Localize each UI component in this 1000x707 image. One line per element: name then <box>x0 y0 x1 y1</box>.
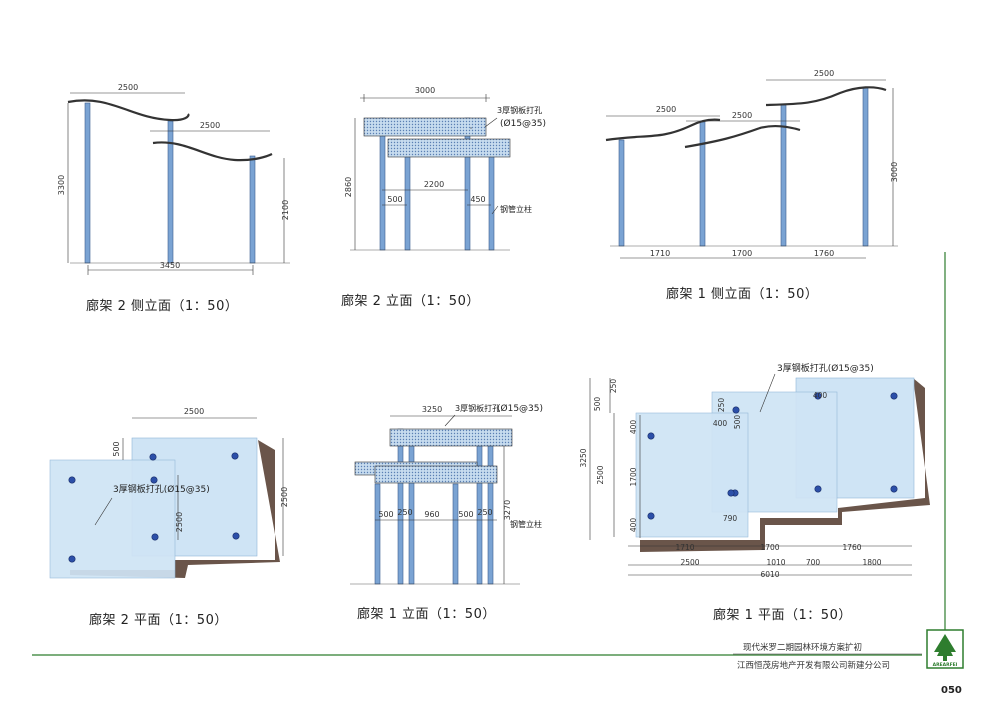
dim-label: 1700 <box>732 249 752 258</box>
steel-post <box>249 155 256 264</box>
dim-label: 2860 <box>344 177 353 197</box>
steel-post <box>84 102 91 264</box>
annotation-steel-post: 钢管立柱 <box>510 519 542 529</box>
dim-label: 1760 <box>814 249 834 258</box>
dim-label: 3300 <box>57 175 66 195</box>
caption-pergola2-plan: 廊架 2 平面（1：50） <box>89 613 228 628</box>
panel-shadow <box>640 378 930 552</box>
steel-post <box>618 139 625 247</box>
dim-label: 2500 <box>656 105 676 114</box>
dim-label: 2500 <box>175 512 184 532</box>
perforated-panel-plan <box>635 412 749 538</box>
dim-label: 2500 <box>118 83 138 92</box>
pergola1-elevation <box>350 414 520 585</box>
perforated-panel <box>374 465 498 484</box>
title-block: AREARFEI <box>32 252 964 669</box>
dim-label: 2100 <box>281 200 290 220</box>
dim-label: 2500 <box>184 407 204 416</box>
perforated-panel <box>389 428 513 447</box>
dim-label: 2500 <box>200 121 220 130</box>
dim-label: 450 <box>470 195 485 204</box>
dim-label: 250 <box>609 379 618 394</box>
tree-icon <box>934 634 956 661</box>
dim-label: 1800 <box>862 558 881 567</box>
annotation-perforated-spec: (Ø15@35) <box>497 403 543 414</box>
perforated-panel <box>363 117 487 137</box>
dim-label: 400 <box>629 518 638 533</box>
steel-post <box>379 117 386 251</box>
dim-label: 3270 <box>503 500 512 520</box>
dim-label: 250 <box>397 508 412 517</box>
caption-pergola2-elevation: 廊架 2 立面（1：50） <box>341 294 480 309</box>
pergola2-side-elevation <box>67 92 290 275</box>
annotation-perforated: 3厚钢板打孔 <box>455 403 500 413</box>
dim-label: 790 <box>723 514 738 523</box>
dim-label: 6010 <box>760 570 779 579</box>
dim-label: 1700 <box>760 543 779 552</box>
dim-label: 3250 <box>422 405 442 414</box>
dim-label: 400 <box>713 419 728 428</box>
curved-beam <box>684 124 801 149</box>
curved-beam <box>605 118 721 142</box>
dim-label: 3000 <box>415 86 435 95</box>
steel-post <box>452 483 459 585</box>
perforated-panel <box>387 138 511 158</box>
pergola2-plan <box>49 417 284 579</box>
dim-label: 500 <box>733 415 742 430</box>
caption-pergola1-plan: 廊架 1 平面（1：50） <box>713 608 852 623</box>
dim-label: 2500 <box>814 69 834 78</box>
dim-label: 250 <box>477 508 492 517</box>
dim-label: 2500 <box>680 558 699 567</box>
steel-post <box>699 121 706 247</box>
dim-label: 500 <box>593 397 602 412</box>
steel-post <box>464 117 471 251</box>
pergola1-side-elevation <box>605 79 898 259</box>
dim-label: 500 <box>458 510 473 519</box>
dim-label: 500 <box>378 510 393 519</box>
pergola2-elevation <box>350 94 511 251</box>
dim-label: 3450 <box>160 261 180 270</box>
annotation-perforated: 3厚钢板打孔(Ø15@35) <box>777 362 874 374</box>
dim-label: 1010 <box>766 558 785 567</box>
annotation-perforated: 3厚钢板打孔(Ø15@35) <box>113 483 210 495</box>
dim-label: 1760 <box>842 543 861 552</box>
curved-beam <box>67 99 190 122</box>
caption-pergola1-side: 廊架 1 侧立面（1：50） <box>666 287 819 302</box>
curved-beam <box>152 141 273 162</box>
annotation-steel-post: 钢管立柱 <box>500 204 532 214</box>
dim-label: 960 <box>424 510 439 519</box>
pergola1-plan <box>589 373 930 576</box>
dim-label: 400 <box>629 420 638 435</box>
dim-label: 2500 <box>280 487 289 507</box>
dim-label: 500 <box>387 195 402 204</box>
annotation-perforated: 3厚钢板打孔 <box>497 105 542 115</box>
dim-label: 2200 <box>424 180 444 189</box>
company-name: 江西恒茂房地产开发有限公司新建分公司 <box>737 661 891 671</box>
dim-label: 1700 <box>629 467 638 486</box>
dim-label: 500 <box>112 441 121 456</box>
page-number: 050 <box>941 685 962 696</box>
dim-label: 250 <box>717 398 726 413</box>
steel-post <box>862 87 869 247</box>
steel-post <box>397 428 404 585</box>
dim-label: 1710 <box>650 249 670 258</box>
dim-label: 400 <box>813 391 828 400</box>
annotation-perforated-spec: (Ø15@35) <box>500 118 546 129</box>
dim-label: 700 <box>806 558 821 567</box>
dim-label: 3250 <box>579 448 588 467</box>
project-name: 现代米罗二期园林环境方案扩初 <box>743 643 863 653</box>
steel-post <box>374 483 381 585</box>
logo-text: AREARFEI <box>933 662 958 668</box>
caption-pergola1-elevation: 廊架 1 立面（1：50） <box>357 607 496 622</box>
dim-label: 1710 <box>675 543 694 552</box>
dim-label: 2500 <box>596 465 605 484</box>
caption-pergola2-side: 廊架 2 侧立面（1：50） <box>86 299 239 314</box>
dim-label: 3000 <box>890 162 899 182</box>
curved-beam <box>765 86 887 107</box>
dim-label: 2500 <box>732 111 752 120</box>
